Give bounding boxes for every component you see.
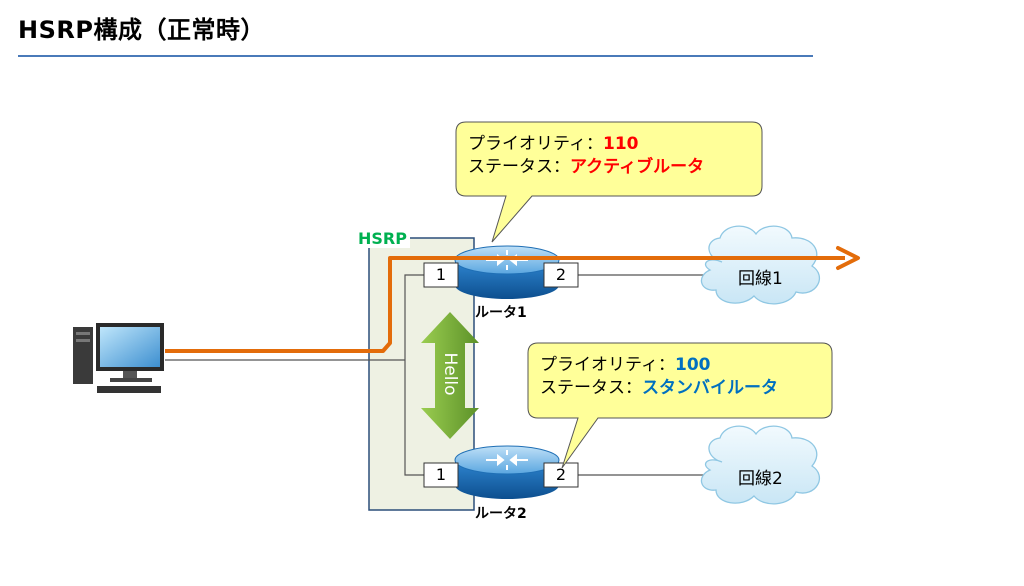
router1-callout bbox=[455, 121, 763, 243]
router1-name: ルータ1 bbox=[475, 305, 527, 321]
hsrp-group-label: HSRP bbox=[355, 229, 410, 248]
router2-priority-label: プライオリティ： bbox=[540, 355, 675, 375]
router1-port2-box bbox=[543, 262, 579, 288]
router1-port1-label: 1 bbox=[435, 265, 447, 284]
router2-port1-label: 1 bbox=[435, 465, 447, 484]
router1-port1-box bbox=[423, 262, 459, 288]
router2-callout bbox=[527, 342, 833, 469]
router1-priority-value: 110 bbox=[602, 134, 639, 154]
traffic-arrowhead bbox=[836, 246, 860, 270]
page-title: HSRP構成（正常時） bbox=[18, 16, 265, 44]
line1-label: 回線1 bbox=[738, 269, 783, 289]
router2-port2-box bbox=[543, 462, 579, 488]
router1-priority-label: プライオリティ： bbox=[468, 134, 603, 154]
active-traffic-path bbox=[165, 256, 845, 353]
router1-priority-row: プライオリティ：110 bbox=[468, 133, 704, 156]
router1-callout-text: プライオリティ：110 ステータス：アクティブルータ bbox=[468, 133, 704, 179]
hello-label: Hello bbox=[440, 352, 460, 396]
line2-label: 回線2 bbox=[738, 469, 783, 489]
router1-status-row: ステータス：アクティブルータ bbox=[468, 156, 704, 179]
router2-port1-box bbox=[423, 462, 459, 488]
router2-callout-text: プライオリティ：100 ステータス：スタンバイルータ bbox=[540, 354, 778, 400]
title-divider bbox=[18, 55, 813, 57]
router2-status-row: ステータス：スタンバイルータ bbox=[540, 377, 778, 400]
router2-icon bbox=[454, 445, 560, 499]
pc-icon bbox=[73, 323, 164, 393]
line2-cloud bbox=[700, 425, 821, 505]
connection-lines bbox=[165, 274, 710, 476]
router2-priority-value: 100 bbox=[674, 355, 711, 375]
router2-port2-label: 2 bbox=[555, 465, 567, 484]
router2-name: ルータ2 bbox=[475, 506, 527, 522]
router2-priority-row: プライオリティ：100 bbox=[540, 354, 778, 377]
router1-status-value: アクティブルータ bbox=[570, 157, 705, 177]
hello-arrow bbox=[421, 312, 479, 439]
router2-status-value: スタンバイルータ bbox=[642, 378, 778, 398]
router1-port2-label: 2 bbox=[555, 265, 567, 284]
router2-status-label: ステータス： bbox=[540, 378, 642, 398]
line1-cloud bbox=[700, 225, 821, 305]
router1-status-label: ステータス： bbox=[468, 157, 570, 177]
